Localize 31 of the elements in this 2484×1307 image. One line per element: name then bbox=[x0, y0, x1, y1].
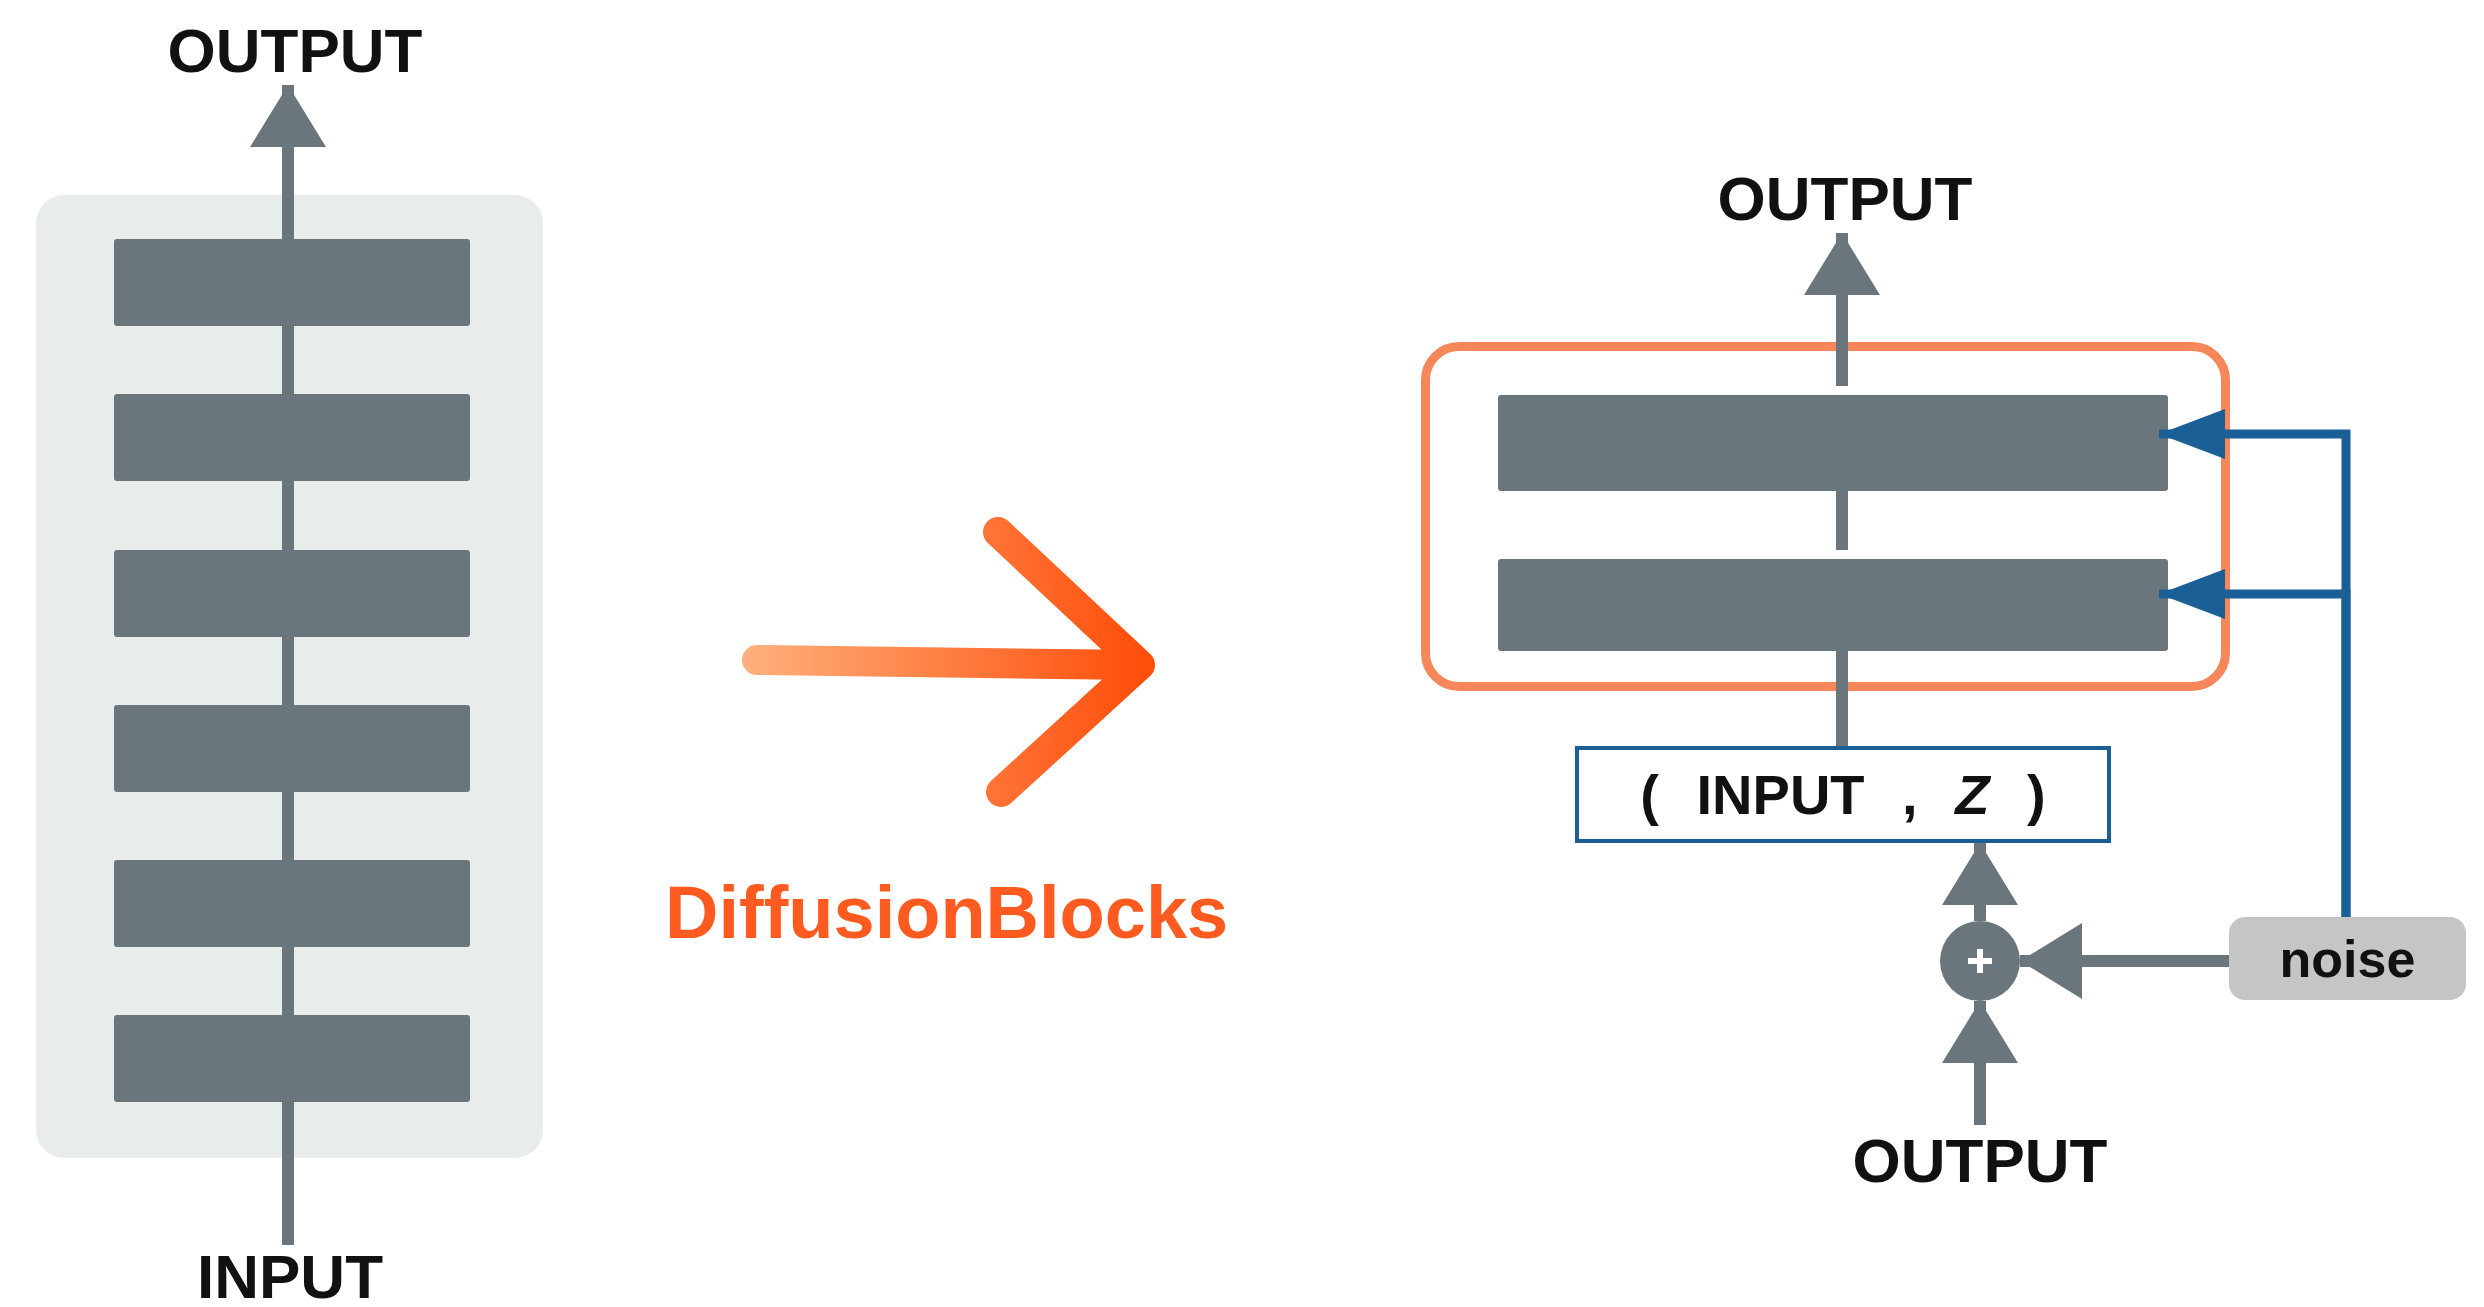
arrow bbox=[2020, 923, 2229, 999]
method-title: DiffusionBlocks bbox=[665, 870, 1229, 955]
connector-line bbox=[282, 1102, 294, 1245]
arrow bbox=[1942, 1001, 2018, 1125]
output-label: OUTPUT bbox=[1840, 1125, 2120, 1195]
connector-line bbox=[282, 326, 294, 394]
block-group-frame bbox=[1421, 342, 2230, 691]
model-panel bbox=[36, 195, 543, 1158]
layer-block bbox=[114, 394, 470, 481]
layer-block bbox=[114, 705, 470, 792]
input-label: INPUT bbox=[180, 1245, 400, 1307]
noise-box bbox=[2229, 917, 2466, 1000]
connector-line bbox=[282, 792, 294, 860]
layer-block bbox=[1498, 559, 2168, 651]
layer-block bbox=[114, 1015, 470, 1102]
input-tuple-label: ( INPUT , Z ) bbox=[1640, 762, 2046, 827]
layer-block bbox=[114, 860, 470, 947]
connector-line bbox=[282, 637, 294, 705]
layer-block bbox=[114, 239, 470, 326]
output-label: OUTPUT bbox=[1705, 163, 1985, 233]
layer-block bbox=[1498, 395, 2168, 491]
arrow bbox=[2159, 569, 2351, 917]
connector-line bbox=[282, 947, 294, 1015]
arrow bbox=[1942, 843, 2018, 921]
layer-block bbox=[114, 550, 470, 637]
arrow bbox=[250, 85, 326, 239]
input-box bbox=[1575, 746, 2111, 843]
noise-label: noise bbox=[2279, 928, 2416, 989]
output-label: OUTPUT bbox=[160, 15, 430, 85]
connector-line bbox=[282, 481, 294, 550]
arrow bbox=[1804, 233, 1880, 386]
